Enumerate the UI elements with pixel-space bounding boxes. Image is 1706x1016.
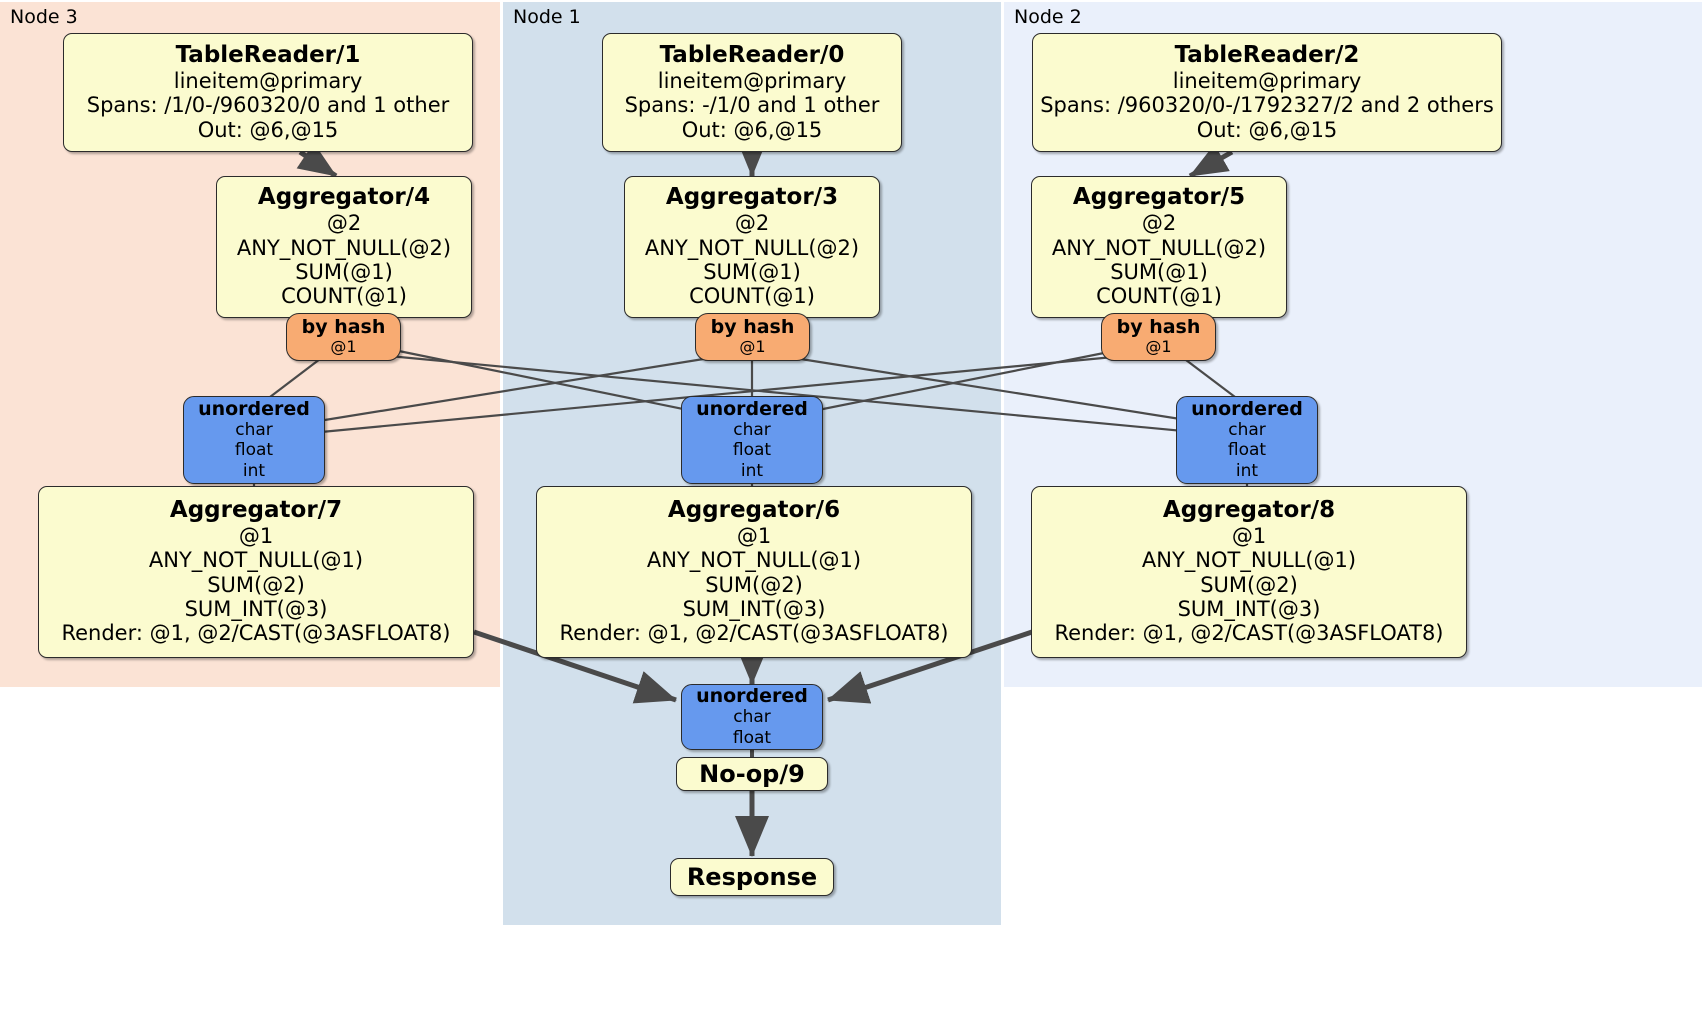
aggregator-7-line5: Render: @1, @2/CAST(@3ASFLOAT8) (61, 621, 451, 646)
aggregator-6-line1: @1 (736, 523, 772, 548)
sync-node3-title: unordered (198, 397, 310, 420)
sync-node1-title: unordered (696, 397, 808, 420)
tablereader-1-line3: Out: @6,@15 (197, 117, 339, 142)
aggregator-5-line2: ANY_NOT_NULL(@2) (1051, 235, 1267, 260)
processor-aggregator-5[interactable]: Aggregator/5 @2 ANY_NOT_NULL(@2) SUM(@1)… (1031, 176, 1287, 318)
sync-node1-line3: int (740, 460, 764, 481)
final-sync-title: unordered (696, 684, 808, 707)
node-panel-label-node2: Node 2 (1014, 6, 1082, 28)
tablereader-0-line1: lineitem@primary (657, 68, 847, 93)
aggregator-5-line1: @2 (1141, 211, 1177, 236)
final-sync-line2: float (732, 727, 772, 748)
aggregator-4-line2: ANY_NOT_NULL(@2) (236, 235, 452, 260)
aggregator-5-line3: SUM(@1) (1110, 259, 1208, 284)
aggregator-6-title: Aggregator/6 (667, 497, 841, 524)
router-node3-title: by hash (301, 316, 386, 339)
processor-tablereader-1[interactable]: TableReader/1 lineitem@primary Spans: /1… (63, 33, 473, 152)
processor-aggregator-7[interactable]: Aggregator/7 @1 ANY_NOT_NULL(@1) SUM(@2)… (38, 486, 474, 658)
aggregator-8-line2: ANY_NOT_NULL(@1) (1141, 548, 1357, 573)
aggregator-5-title: Aggregator/5 (1072, 184, 1246, 211)
aggregator-6-line5: Render: @1, @2/CAST(@3ASFLOAT8) (559, 621, 949, 646)
processor-aggregator-6[interactable]: Aggregator/6 @1 ANY_NOT_NULL(@1) SUM(@2)… (536, 486, 972, 658)
tablereader-0-line2: Spans: -/1/0 and 1 other (624, 93, 880, 118)
aggregator-3-line1: @2 (734, 211, 770, 236)
router-by-hash-node2[interactable]: by hash @1 (1101, 313, 1216, 361)
processor-aggregator-8[interactable]: Aggregator/8 @1 ANY_NOT_NULL(@1) SUM(@2)… (1031, 486, 1467, 658)
aggregator-8-title: Aggregator/8 (1162, 497, 1336, 524)
tablereader-1-line1: lineitem@primary (173, 68, 363, 93)
final-sync-line1: char (733, 707, 771, 728)
processor-tablereader-2[interactable]: TableReader/2 lineitem@primary Spans: /9… (1032, 33, 1502, 152)
processor-tablereader-0[interactable]: TableReader/0 lineitem@primary Spans: -/… (602, 33, 902, 152)
aggregator-4-line4: COUNT(@1) (281, 284, 407, 309)
response-title: Response (686, 862, 818, 891)
router-by-hash-node3[interactable]: by hash @1 (286, 313, 401, 361)
processor-noop-9[interactable]: No-op/9 (676, 757, 828, 791)
tablereader-2-line2: Spans: /960320/0-/1792327/2 and 2 others (1040, 93, 1494, 118)
sync-node2-line3: int (1235, 460, 1259, 481)
tablereader-1-title: TableReader/1 (175, 42, 361, 69)
tablereader-2-line1: lineitem@primary (1172, 68, 1362, 93)
aggregator-7-title: Aggregator/7 (169, 497, 343, 524)
aggregator-8-line4: SUM_INT(@3) (1177, 597, 1321, 622)
aggregator-7-line4: SUM_INT(@3) (184, 597, 328, 622)
tablereader-0-line3: Out: @6,@15 (681, 117, 823, 142)
node-panel-label-node1: Node 1 (513, 6, 581, 28)
synchronizer-unordered-node2[interactable]: unordered char float int (1176, 396, 1318, 484)
synchronizer-unordered-node3[interactable]: unordered char float int (183, 396, 325, 484)
aggregator-3-title: Aggregator/3 (665, 184, 839, 211)
sync-node2-title: unordered (1191, 397, 1303, 420)
aggregator-4-line3: SUM(@1) (295, 259, 393, 284)
sync-node1-line1: char (733, 420, 771, 441)
aggregator-8-line3: SUM(@2) (1200, 572, 1298, 597)
tablereader-1-line2: Spans: /1/0-/960320/0 and 1 other (86, 93, 450, 118)
aggregator-4-line1: @2 (326, 211, 362, 236)
router-node2-line1: @1 (1145, 337, 1172, 357)
router-node1-line1: @1 (739, 337, 766, 357)
aggregator-3-line4: COUNT(@1) (689, 284, 815, 309)
sync-node1-line2: float (732, 440, 772, 461)
sync-node3-line1: char (235, 420, 273, 441)
synchronizer-unordered-final[interactable]: unordered char float (681, 684, 823, 750)
aggregator-5-line4: COUNT(@1) (1096, 284, 1222, 309)
tablereader-2-line3: Out: @6,@15 (1196, 117, 1338, 142)
tablereader-0-title: TableReader/0 (659, 42, 845, 69)
processor-aggregator-4[interactable]: Aggregator/4 @2 ANY_NOT_NULL(@2) SUM(@1)… (216, 176, 472, 318)
aggregator-6-line3: SUM(@2) (705, 572, 803, 597)
aggregator-4-title: Aggregator/4 (257, 184, 431, 211)
aggregator-6-line4: SUM_INT(@3) (682, 597, 826, 622)
sync-node2-line2: float (1227, 440, 1267, 461)
node-panel-label-node3: Node 3 (10, 6, 78, 28)
synchronizer-unordered-node1[interactable]: unordered char float int (681, 396, 823, 484)
processor-aggregator-3[interactable]: Aggregator/3 @2 ANY_NOT_NULL(@2) SUM(@1)… (624, 176, 880, 318)
tablereader-2-title: TableReader/2 (1174, 42, 1360, 69)
router-node3-line1: @1 (330, 337, 357, 357)
processor-response[interactable]: Response (670, 858, 834, 896)
sync-node2-line1: char (1228, 420, 1266, 441)
sync-node3-line2: float (234, 440, 274, 461)
aggregator-3-line3: SUM(@1) (703, 259, 801, 284)
aggregator-8-line5: Render: @1, @2/CAST(@3ASFLOAT8) (1054, 621, 1444, 646)
noop-9-title: No-op/9 (699, 759, 805, 788)
aggregator-7-line2: ANY_NOT_NULL(@1) (148, 548, 364, 573)
aggregator-3-line2: ANY_NOT_NULL(@2) (644, 235, 860, 260)
aggregator-7-line3: SUM(@2) (207, 572, 305, 597)
router-by-hash-node1[interactable]: by hash @1 (695, 313, 810, 361)
aggregator-8-line1: @1 (1231, 523, 1267, 548)
router-node2-title: by hash (1116, 316, 1201, 339)
aggregator-7-line1: @1 (238, 523, 274, 548)
sync-node3-line3: int (242, 460, 266, 481)
aggregator-6-line2: ANY_NOT_NULL(@1) (646, 548, 862, 573)
router-node1-title: by hash (710, 316, 795, 339)
